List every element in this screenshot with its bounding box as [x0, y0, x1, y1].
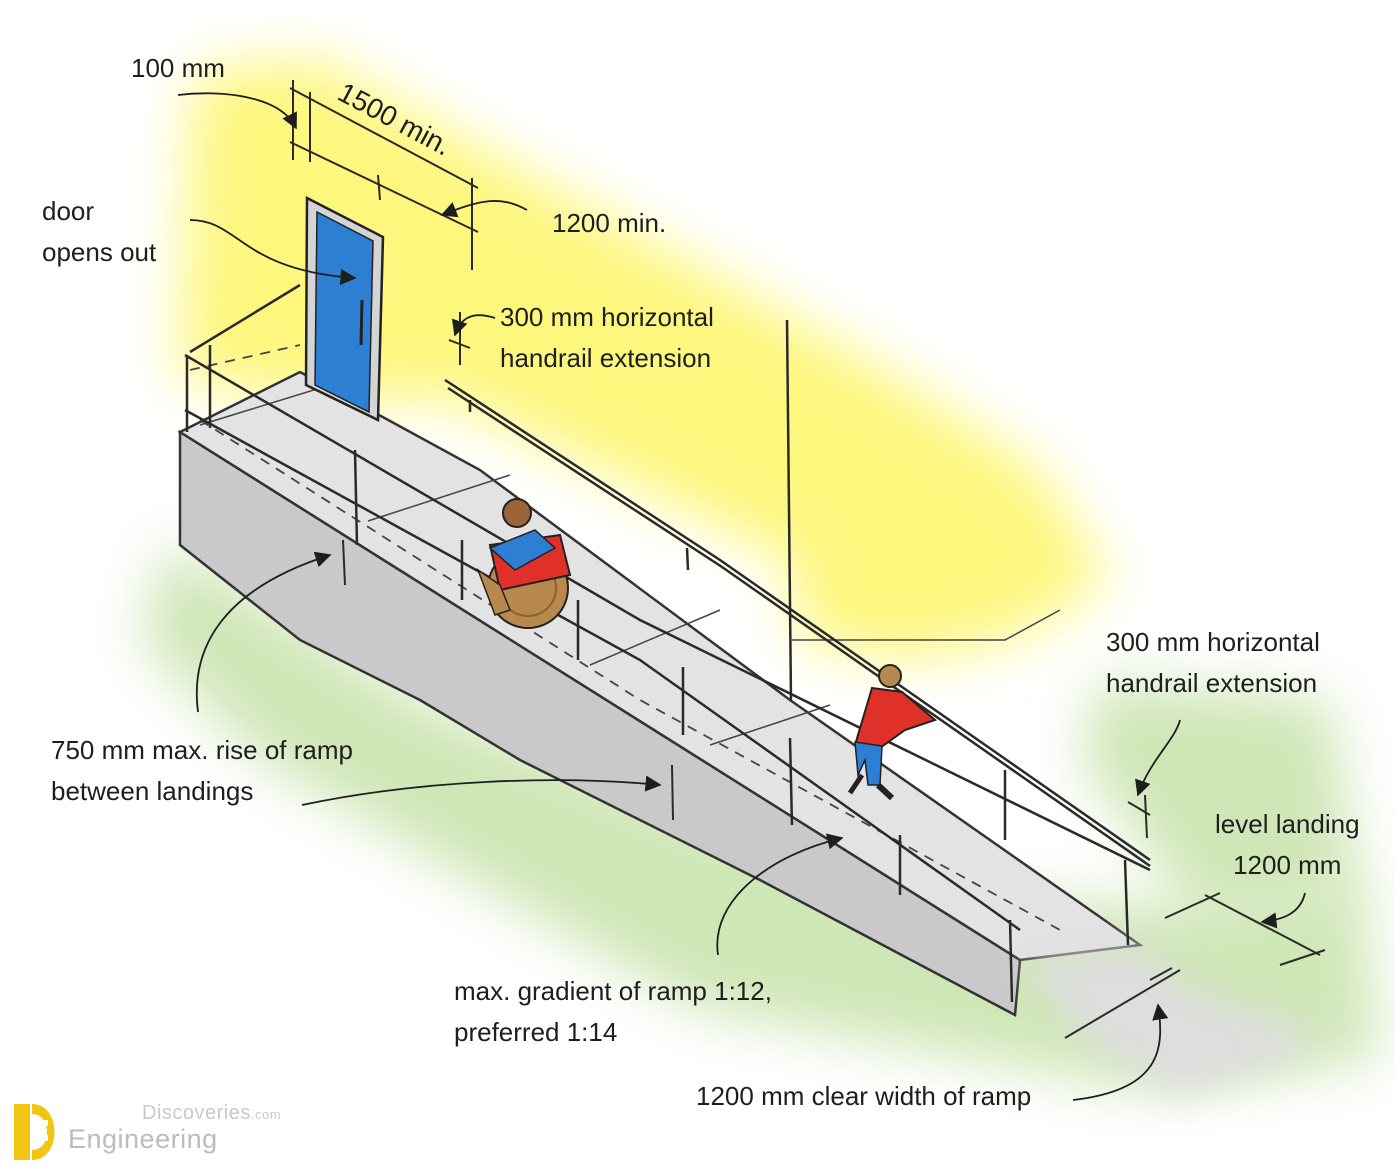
- wall-corner-line: [785, 319, 793, 701]
- label-max-rise-line2: between landings: [51, 776, 254, 806]
- logo-mark: [14, 1104, 55, 1160]
- label-door-line1: door: [42, 196, 95, 226]
- wall-handrail: [444, 378, 1151, 868]
- front-handrail: [184, 283, 1151, 1003]
- label-level-landing: level landing 1200 mm: [1215, 804, 1360, 886]
- door: [304, 195, 385, 422]
- watermark-logo: Discoveries.com Engineering: [8, 1098, 308, 1160]
- label-gradient-line1: max. gradient of ramp 1:12,: [454, 976, 772, 1006]
- label-clear-width: 1200 mm clear width of ramp: [696, 1081, 1032, 1111]
- label-handrail-top-line2: handrail extension: [500, 343, 712, 373]
- label-handrail-extension-top: 300 mm horizontal handrail extension: [500, 297, 714, 379]
- ramp-side-face: [178, 429, 1022, 1017]
- wall-base-line: [790, 609, 1061, 641]
- bottom-landing: [1020, 945, 1320, 1095]
- label-door-line2: opens out: [42, 237, 157, 267]
- leader-arrows: [177, 92, 1306, 1101]
- label-gradient-line2: preferred 1:14: [454, 1017, 618, 1047]
- landing-dashed: [189, 344, 301, 371]
- logo-text-top: Discoveries.com: [142, 1102, 282, 1124]
- label-level-landing-line2: 1200 mm: [1233, 850, 1342, 880]
- wheelchair-user-figure: [476, 498, 572, 629]
- logo-text-bottom: Engineering: [68, 1124, 218, 1154]
- label-1200-min: 1200 min.: [552, 208, 667, 238]
- label-door-opens-out: door opens out: [42, 191, 156, 273]
- walking-person-figure: [847, 664, 938, 801]
- ramp-landing-lines: [199, 384, 831, 746]
- label-max-rise: 750 mm max. rise of ramp between landing…: [51, 730, 353, 812]
- wall-shading: [180, 60, 1110, 660]
- label-max-rise-line1: 750 mm max. rise of ramp: [51, 735, 353, 765]
- label-level-landing-line1: level landing: [1215, 809, 1360, 839]
- label-handrail-top-line1: 300 mm horizontal: [500, 302, 714, 332]
- label-handrail-extension-right: 300 mm horizontal handrail extension: [1106, 622, 1320, 704]
- label-100mm: 100 mm: [131, 53, 225, 83]
- label-handrail-right-line2: handrail extension: [1106, 668, 1318, 698]
- label-handrail-right-line1: 300 mm horizontal: [1106, 627, 1320, 657]
- label-gradient: max. gradient of ramp 1:12, preferred 1:…: [454, 971, 772, 1053]
